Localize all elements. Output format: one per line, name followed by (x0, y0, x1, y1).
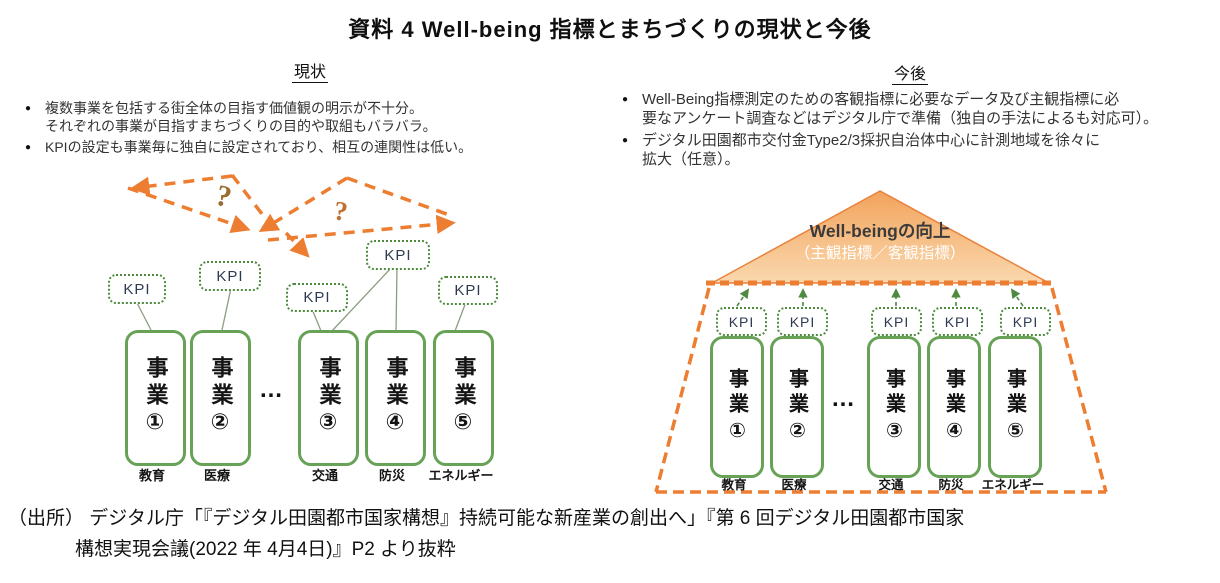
current-project-box-5: 事業⑤ (433, 330, 494, 466)
bullet-text: デジタル田園都市交付金Type2/3採択自治体中心に計測地域を徐々に 拡大（任意… (642, 132, 1101, 168)
future-category-4: 防災 (938, 478, 964, 492)
future-roof-shape (706, 190, 1055, 286)
ellipsis: … (259, 376, 284, 403)
bullet-item: ● デジタル田園都市交付金Type2/3採択自治体中心に計測地域を徐々に 拡大（… (622, 131, 1214, 169)
project-label: 事業② (208, 356, 234, 440)
future-kpi-box-1: KPI (716, 307, 767, 336)
current-project-box-4: 事業④ (365, 330, 426, 466)
future-category-1: 教育 (721, 478, 747, 492)
bullet-text: Well-Being指標測定のための客観指標に必要なデータ及び主観指標に必 要な… (642, 91, 1159, 127)
bullet-icon: ● (25, 142, 32, 153)
current-kpi-box-4: KPI (366, 240, 430, 270)
bullet-item: ● Well-Being指標測定のための客観指標に必要なデータ及び主観指標に必 … (622, 90, 1214, 128)
future-project-box-1: 事業① (710, 336, 764, 478)
current-kpi-box-1: KPI (108, 274, 166, 304)
current-bullet-list: ● 複数事業を包括する街全体の目指す価値観の明示が不十分。 それぞれの事業が目指… (25, 99, 495, 160)
project-label: 事業① (143, 356, 169, 440)
ellipsis: … (831, 385, 856, 412)
future-kpi-arrows (736, 288, 1024, 307)
bullet-item: ● KPIの設定も事業毎に独自に設定されており、相互の連関性は低い。 (25, 138, 495, 157)
current-kpi-box-5: KPI (438, 276, 498, 305)
future-kpi-box-5: KPI (1000, 307, 1051, 336)
project-label: 事業③ (316, 356, 342, 440)
future-project-box-4: 事業④ (927, 336, 981, 478)
bullet-text: KPIの設定も事業毎に独自に設定されており、相互の連関性は低い。 (45, 139, 473, 155)
future-project-box-3: 事業③ (867, 336, 921, 478)
source-line-1: （出所） デジタル庁「『デジタル田園都市国家構想』持続可能な新産業の創出へ」『第… (8, 508, 965, 529)
future-kpi-box-2: KPI (777, 307, 828, 336)
current-category-3: 交通 (311, 468, 338, 483)
source-citation: （出所） デジタル庁「『デジタル田園都市国家構想』持続可能な新産業の創出へ」『第… (8, 503, 1108, 565)
future-project-box-2: 事業② (770, 336, 824, 478)
future-category-2: 医療 (781, 478, 807, 492)
future-heading: 今後 (891, 66, 928, 85)
figure-title: 資料 4 Well-being 指標とまちづくりの現状と今後 (348, 17, 872, 42)
current-disconnect-shapes (127, 173, 456, 258)
wellbeing-roof-title: Well-beingの向上 (809, 221, 951, 241)
project-label: 事業① (725, 367, 748, 447)
project-label: 事業③ (882, 367, 905, 447)
current-category-5: エネルギー (428, 468, 494, 483)
current-category-1: 教育 (138, 468, 165, 483)
bullet-icon: ● (25, 103, 32, 114)
current-kpi-box-3: KPI (286, 283, 348, 312)
current-project-box-2: 事業② (190, 330, 251, 466)
bullet-icon: ● (622, 94, 629, 105)
project-label: 事業④ (942, 367, 965, 447)
future-bullet-list: ● Well-Being指標測定のための客観指標に必要なデータ及び主観指標に必 … (622, 90, 1214, 172)
current-project-box-3: 事業③ (298, 330, 359, 466)
future-category-5: エネルギー (981, 478, 1045, 492)
current-kpi-connectors (135, 266, 467, 333)
source-line-2: 構想実現会議(2022 年 4月4日)』P2 より抜粋 (75, 539, 456, 560)
project-label: 事業⑤ (1003, 367, 1026, 447)
wellbeing-roof-subtitle: （主観指標／客観指標） (794, 245, 966, 262)
bullet-item: ● 複数事業を包括する街全体の目指す価値観の明示が不十分。 それぞれの事業が目指… (25, 99, 495, 135)
future-category-3: 交通 (878, 478, 904, 492)
project-label: 事業② (785, 367, 808, 447)
current-kpi-box-2: KPI (199, 261, 261, 291)
current-heading: 現状 (291, 64, 328, 83)
project-label: 事業④ (383, 356, 409, 440)
bullet-icon: ● (622, 135, 629, 146)
current-project-box-1: 事業① (125, 330, 186, 466)
bullet-text: 複数事業を包括する街全体の目指す価値観の明示が不十分。 それぞれの事業が目指すま… (45, 100, 437, 134)
future-project-box-5: 事業⑤ (988, 336, 1042, 478)
current-category-4: 防災 (378, 468, 405, 483)
current-category-2: 医療 (203, 468, 230, 483)
future-boundary (654, 287, 1108, 494)
future-kpi-box-3: KPI (871, 307, 922, 336)
project-label: 事業⑤ (451, 356, 477, 440)
future-kpi-box-4: KPI (932, 307, 983, 336)
